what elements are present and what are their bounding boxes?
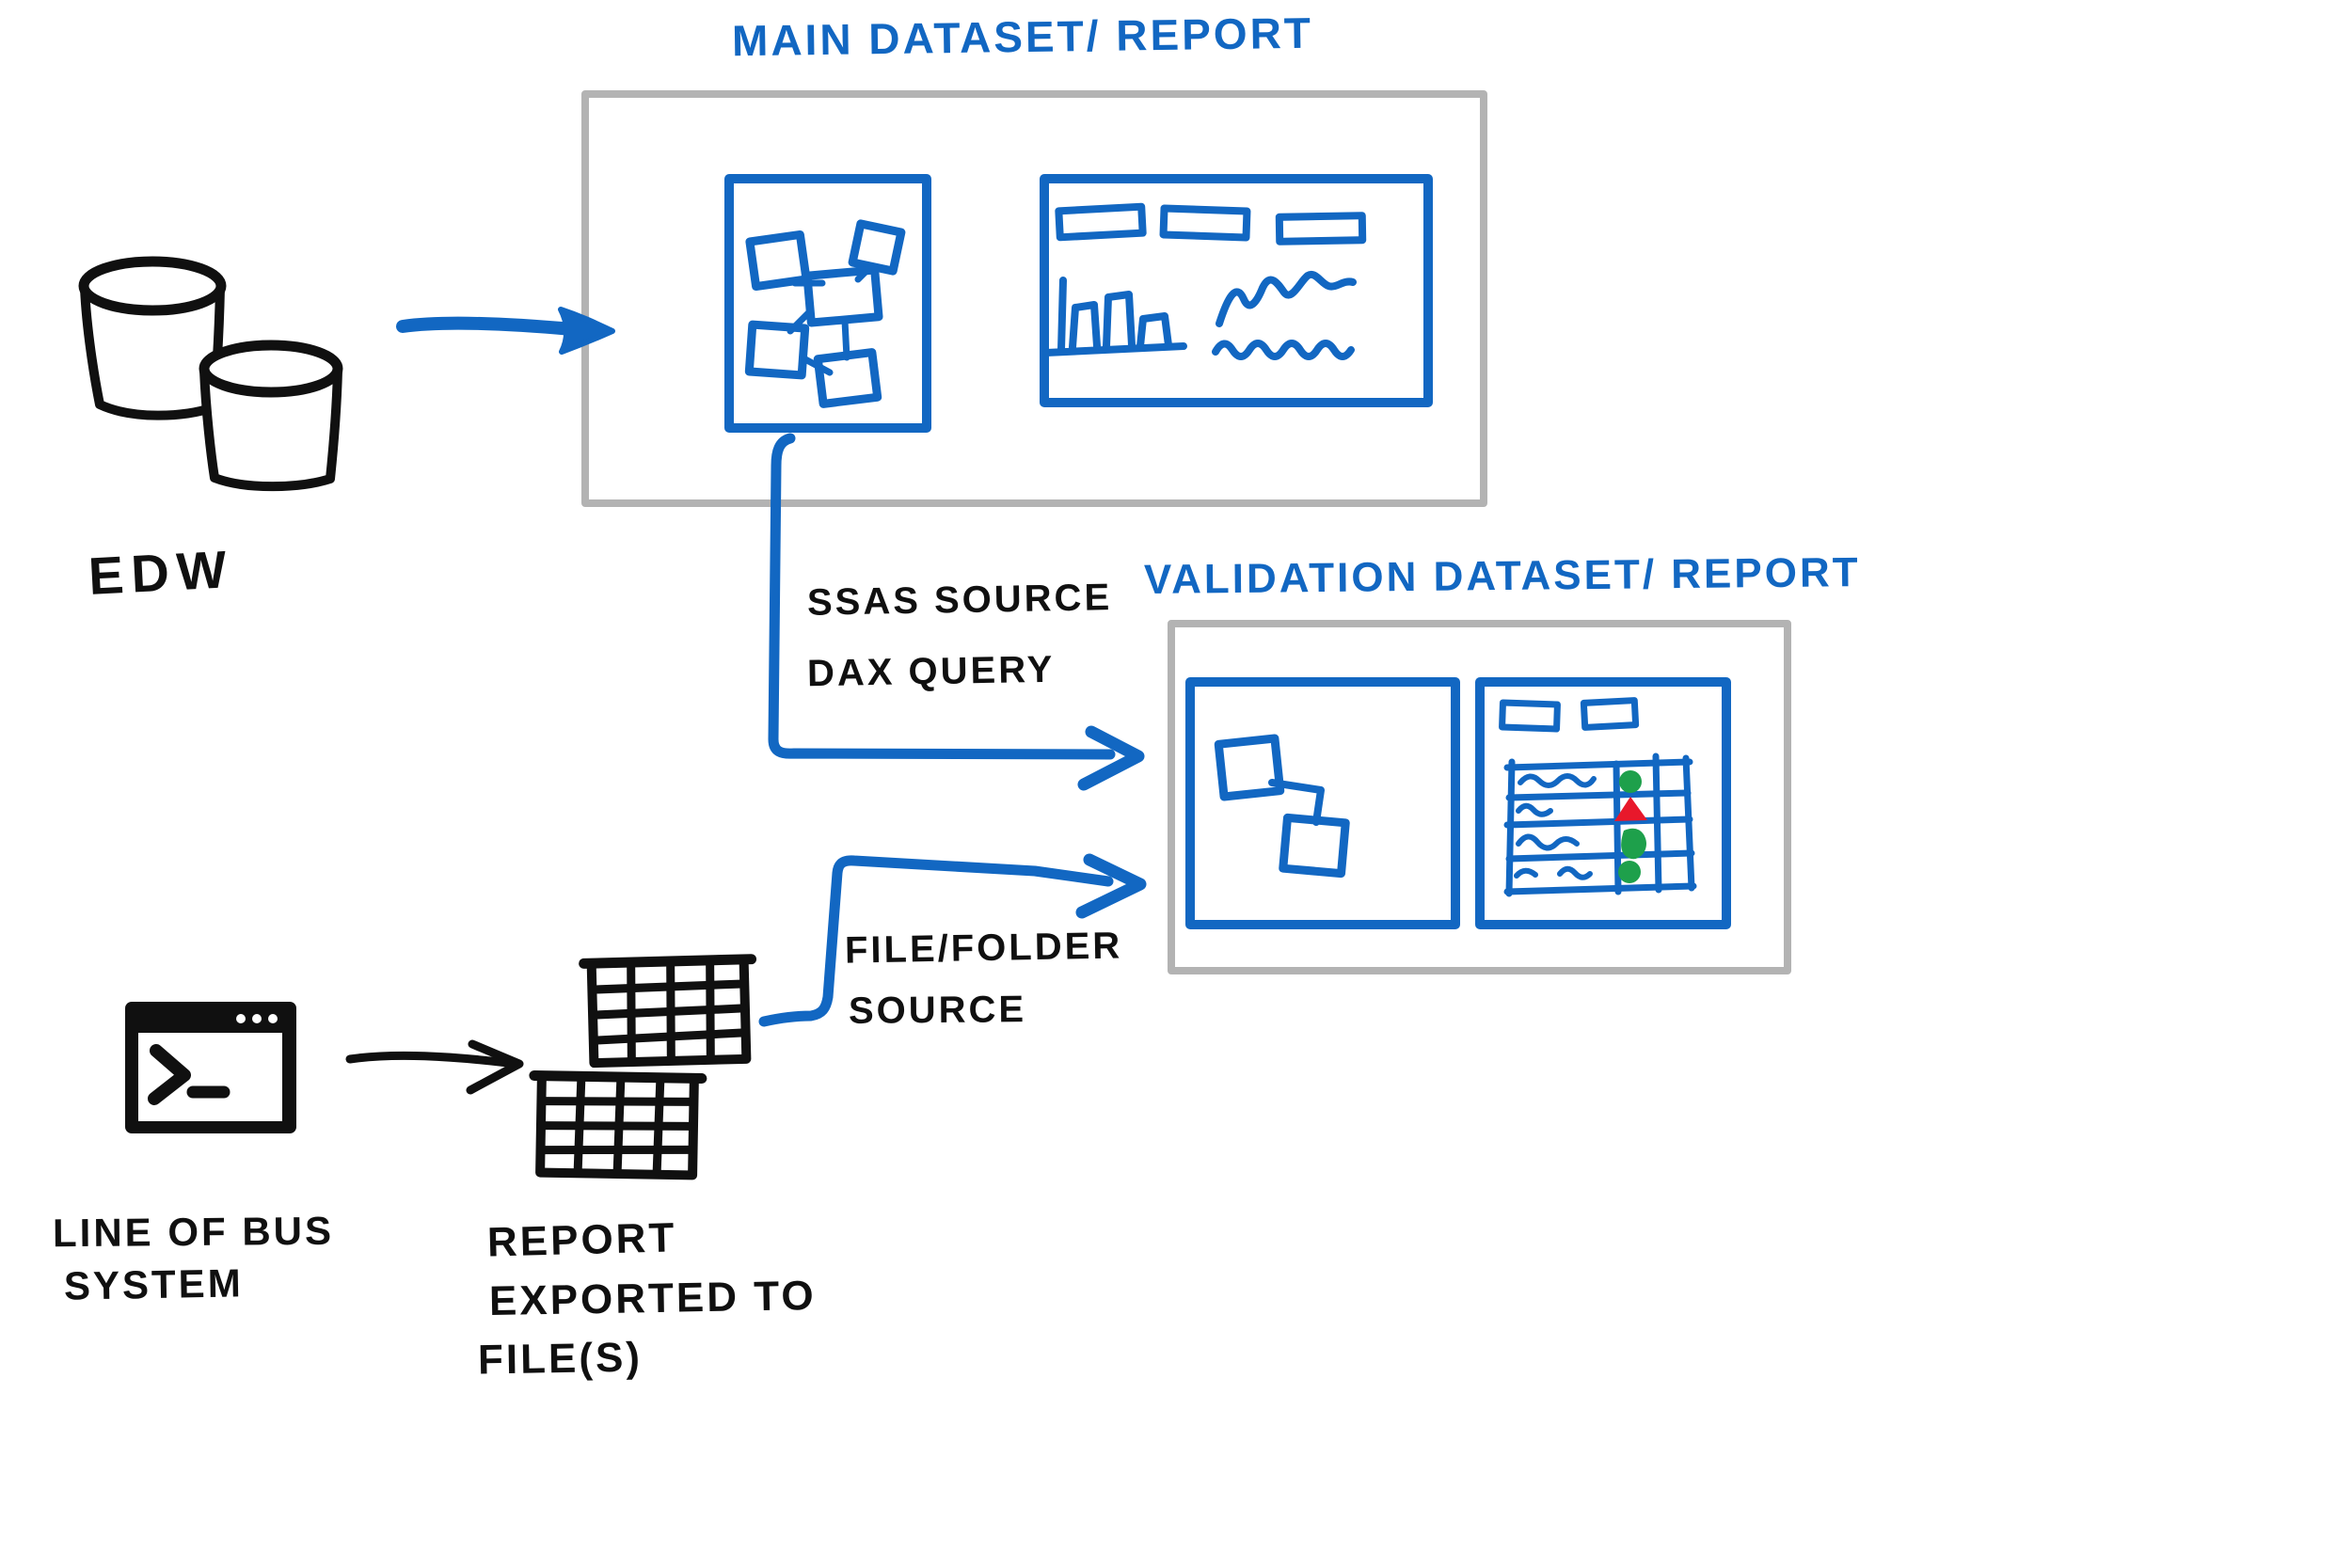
main-data-model-panel [724,174,931,433]
terminal-icon [125,1002,296,1133]
validation-table-grid [1503,752,1697,897]
file-source-label: SOURCE [848,989,1027,1032]
file-folder-connector [758,853,1147,1027]
report-exported-label-1: REPORT [486,1214,677,1266]
edw-database-icon [78,256,343,492]
line-of-business-label: LINE OF BUS [52,1208,335,1256]
system-label: SYSTEM [63,1260,245,1308]
exported-file-table-icon [529,1069,707,1180]
ssas-dax-connector [768,433,1145,791]
lob-to-files-arrow [345,1039,524,1095]
exported-file-table-icon [579,954,757,1069]
main-dataset-frame [581,90,1487,507]
validation-dataset-title: VALIDATION DATASET/ REPORT [1143,549,1861,603]
validation-frame [1168,620,1791,974]
ssas-source-label: SSAS SOURCE [806,577,1113,624]
edw-label: EDW [87,538,236,607]
report-exported-label-3: FILE(S) [477,1334,644,1384]
report-exported-label-2: EXPORTED TO [488,1272,817,1325]
file-folder-label: FILE/FOLDER [844,925,1123,972]
validation-report-panel [1475,677,1731,929]
status-fail-icon [1614,797,1647,821]
edw-to-main-arrow [396,307,615,355]
terminal-prompt-icon [148,1044,191,1105]
validation-table-row-text [1514,773,1597,880]
status-pass-icon [1619,770,1642,793]
status-pass-icon [1621,828,1646,860]
main-report-panel [1040,174,1433,407]
main-dataset-title: MAIN DATASET/ REPORT [731,8,1314,66]
validation-data-model-panel [1185,677,1460,929]
status-pass-icon [1618,861,1641,883]
dax-query-label: DAX QUERY [806,648,1056,695]
